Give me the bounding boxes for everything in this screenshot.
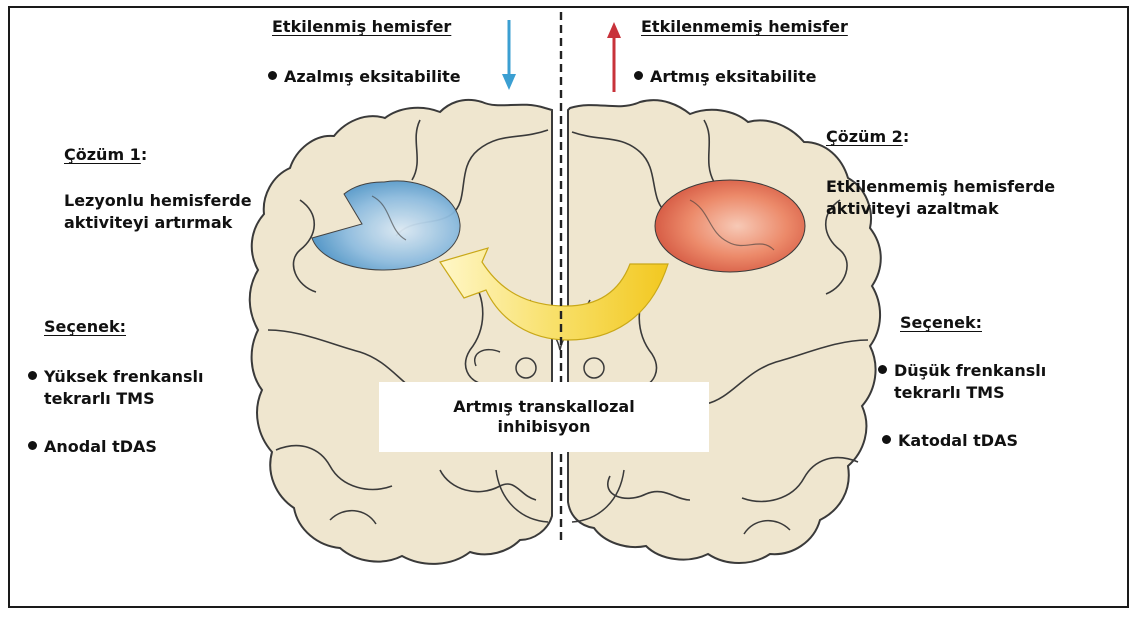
solution-2-heading: Çözüm 2: <box>826 126 909 148</box>
increased-excitability-label: Artmış eksitabilite <box>650 67 817 86</box>
bullet-icon <box>268 71 277 80</box>
bullet-icon <box>878 365 887 374</box>
left-option-2-label: Anodal tDAS <box>44 437 157 456</box>
bullet-icon <box>634 71 643 80</box>
left-option-1-line-2: tekrarlı TMS <box>44 388 155 410</box>
solution-1-colon: : <box>141 145 147 164</box>
decreased-excitability-label: Azalmış eksitabilite <box>284 67 461 86</box>
solution-1-heading: Çözüm 1: <box>64 144 147 166</box>
transcallosal-inhibition-line-1: Artmış transkallozal <box>379 397 709 417</box>
solution-1-line-2: aktiviteyi artırmak <box>64 212 232 234</box>
bullet-icon <box>28 441 37 450</box>
bullet-icon <box>882 435 891 444</box>
right-option-title: Seçenek: <box>900 312 982 334</box>
right-option-1-line-2: tekrarlı TMS <box>894 382 1005 404</box>
decreased-excitability-item: Azalmış eksitabilite <box>268 66 461 88</box>
right-hemisphere <box>568 100 881 563</box>
solution-2-line-1: Etkilenmemiş hemisferde <box>826 176 1055 198</box>
decrease-arrow-icon <box>502 20 516 90</box>
right-option-2-label: Katodal tDAS <box>898 431 1018 450</box>
right-option-1: Düşük frenkanslı <box>878 360 1046 382</box>
solution-1-line-1: Lezyonlu hemisferde <box>64 190 252 212</box>
solution-1-title: Çözüm 1 <box>64 145 141 164</box>
right-option-2: Katodal tDAS <box>882 430 1018 452</box>
left-option-1: Yüksek frenkanslı <box>28 366 203 388</box>
solution-2-colon: : <box>903 127 909 146</box>
solution-2-title: Çözüm 2 <box>826 127 903 146</box>
left-option-title: Seçenek: <box>44 316 126 338</box>
affected-hemisphere-title: Etkilenmiş hemisfer <box>272 16 451 38</box>
transcallosal-inhibition-line-2: inhibisyon <box>379 417 709 437</box>
unaffected-hemisphere-title: Etkilenmemiş hemisfer <box>641 16 848 38</box>
increase-arrow-icon <box>607 22 621 92</box>
bullet-icon <box>28 371 37 380</box>
increased-excitability-item: Artmış eksitabilite <box>634 66 817 88</box>
right-option-1-line-1: Düşük frenkanslı <box>894 361 1046 380</box>
transcallosal-inhibition-label: Artmış transkallozal inhibisyon <box>379 382 709 452</box>
left-option-1-line-1: Yüksek frenkanslı <box>44 367 203 386</box>
right-target-region <box>655 180 805 272</box>
left-hemisphere <box>250 100 552 564</box>
left-option-2: Anodal tDAS <box>28 436 157 458</box>
solution-2-line-2: aktiviteyi azaltmak <box>826 198 999 220</box>
